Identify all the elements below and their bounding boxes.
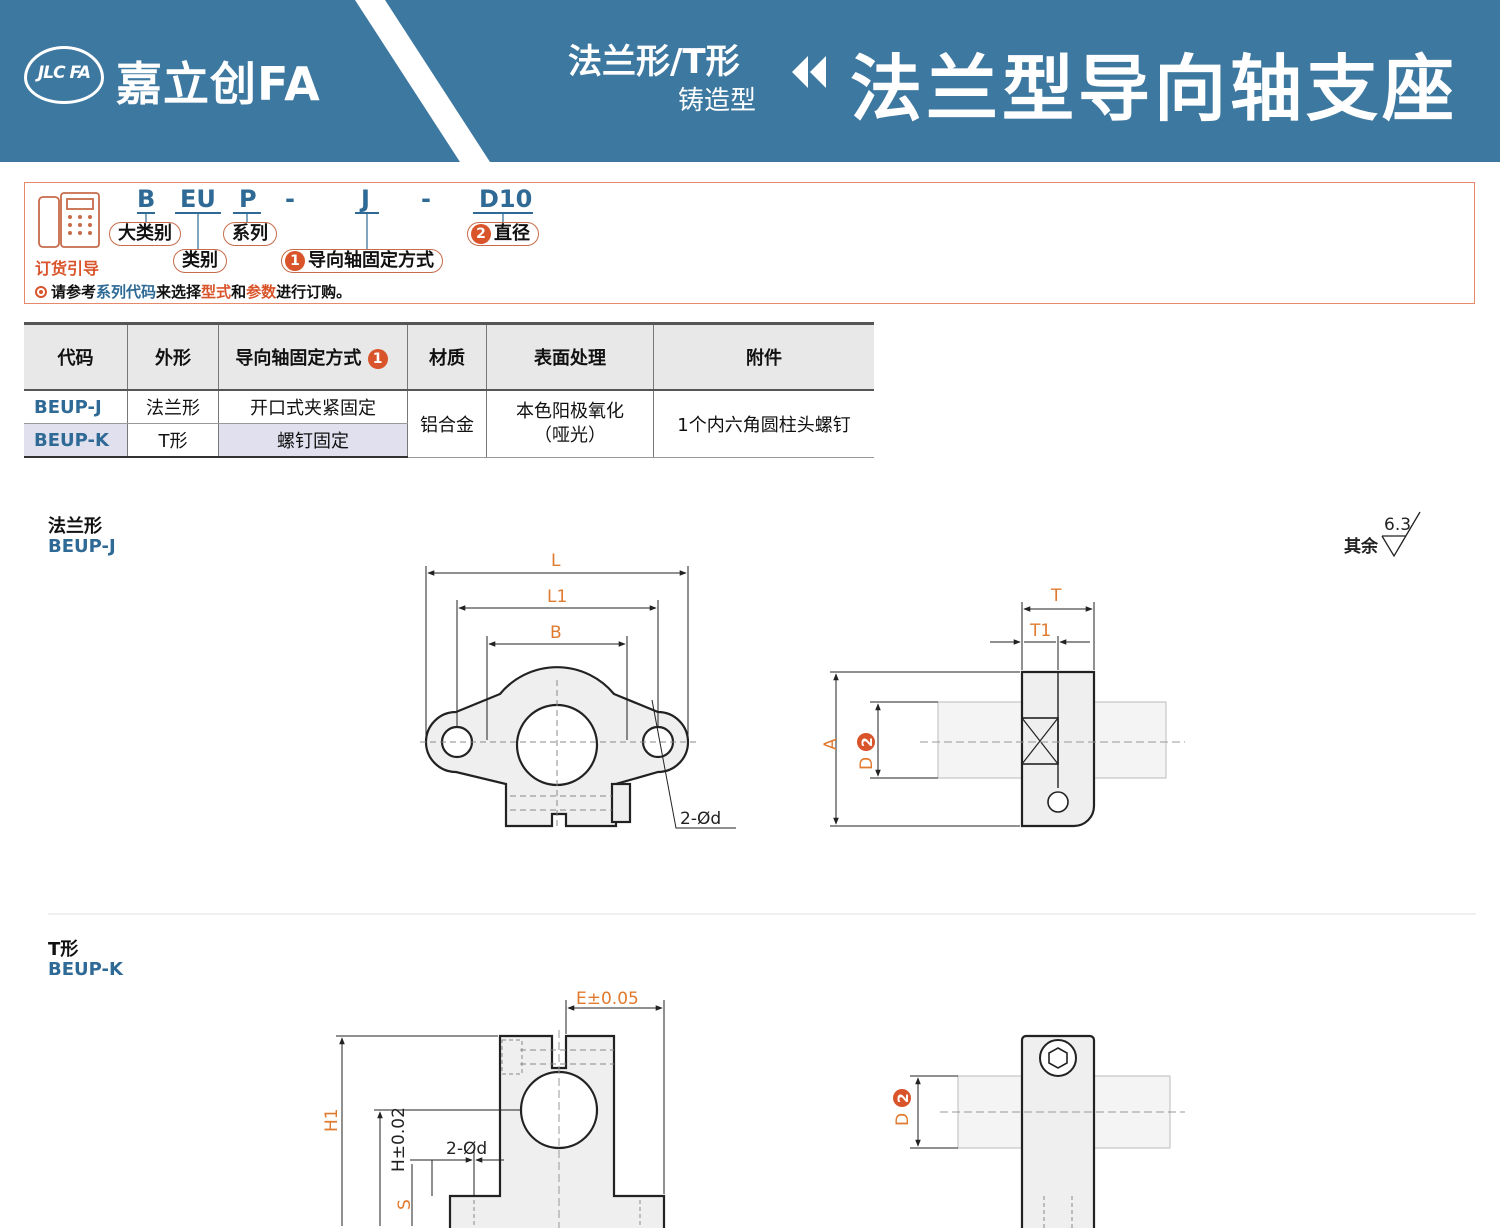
svg-text:D: D: [857, 757, 877, 770]
code-part-diameter: D10: [479, 185, 533, 213]
cell-surface: 本色阳极氧化（哑光）: [486, 390, 654, 458]
section-t-name: T形: [48, 939, 79, 960]
num-badge-1: 1: [285, 251, 305, 271]
svg-text:E±0.05: E±0.05: [576, 989, 639, 1009]
section-t-code: BEUP-K: [48, 959, 123, 980]
t-front-view: [448, 1030, 666, 1228]
header-banner: JLC FA 嘉立创FA 法兰形/T形 铸造型 法兰型导向轴支座: [0, 0, 1500, 162]
svg-text:H1: H1: [322, 1108, 342, 1132]
cell-fixing: 开口式夹紧固定: [218, 390, 408, 424]
code-part-category: EU: [180, 185, 216, 213]
pill-category: 类别: [173, 249, 227, 273]
svg-text:D: D: [893, 1113, 913, 1126]
th-surface: 表面处理: [486, 322, 654, 391]
cell-shape: 法兰形: [127, 390, 219, 424]
flange-side-view: [920, 670, 1185, 828]
double-left-arrow-icon: [792, 56, 826, 88]
svg-text:H±0.02: H±0.02: [389, 1107, 409, 1172]
surface-roughness-symbol: 6.3 其余: [1344, 511, 1421, 558]
svg-text:6.3: 6.3: [1384, 515, 1411, 535]
bullet-icon: [35, 286, 47, 298]
header-subtitle-type: 铸造型: [678, 86, 757, 116]
cell-accessory: 1个内六角圆柱头螺钉: [653, 390, 874, 458]
code-separator: -: [421, 185, 431, 213]
cell-shape: T形: [127, 423, 219, 458]
svg-text:B: B: [550, 623, 562, 643]
code-separator: -: [285, 185, 295, 213]
page-title: 法兰型导向轴支座: [850, 47, 1459, 131]
svg-text:2: 2: [896, 1093, 912, 1103]
svg-text:其余: 其余: [1344, 536, 1379, 557]
section-flange-code: BEUP-J: [48, 536, 116, 557]
th-accessory: 附件: [653, 322, 874, 391]
order-guide-label: 订货引导: [35, 259, 100, 278]
svg-text:2-Ød: 2-Ød: [680, 809, 721, 829]
table-row: BEUP-K T形 螺钉固定: [24, 423, 874, 458]
th-shape: 外形: [127, 322, 219, 391]
cell-code: BEUP-J: [24, 390, 128, 424]
th-material: 材质: [407, 322, 487, 391]
svg-text:L: L: [551, 551, 561, 571]
phone-fax-icon: [38, 192, 100, 248]
code-part-fixing: J: [361, 185, 370, 213]
svg-text:T1: T1: [1029, 621, 1051, 641]
pill-series: 系列: [223, 222, 277, 246]
svg-text:L1: L1: [547, 587, 567, 607]
section-flange-name: 法兰形: [48, 516, 102, 537]
spec-table: 代码 外形 导向轴固定方式 1 材质 表面处理 附件 BEUP-J 法兰形 开口…: [24, 322, 874, 458]
header-subtitle-shape: 法兰形/T形: [568, 42, 740, 82]
th-code: 代码: [24, 322, 128, 391]
cell-code: BEUP-K: [24, 423, 128, 458]
code-part-major: B: [137, 185, 156, 213]
link-series-code[interactable]: 系列代码: [96, 283, 157, 301]
svg-text:T: T: [1050, 586, 1062, 606]
cell-material: 铝合金: [407, 390, 487, 458]
logo-text: 嘉立创FA: [116, 57, 321, 111]
num-badge-1: 1: [367, 349, 388, 369]
svg-text:2: 2: [860, 737, 876, 747]
svg-text:2-Ød: 2-Ød: [446, 1139, 487, 1159]
logo-mark: JLC FA: [24, 46, 104, 104]
banner-background: [0, 0, 1500, 162]
svg-text:S: S: [395, 1199, 415, 1210]
order-note: 请参考系列代码来选择型式和参数进行订购。: [35, 281, 351, 302]
th-fixing: 导向轴固定方式 1: [218, 322, 408, 391]
link-params[interactable]: 参数: [246, 283, 277, 301]
svg-text:A: A: [821, 738, 841, 750]
t-side-view: [940, 1034, 1185, 1228]
pill-major-category: 大类别: [109, 222, 181, 246]
code-part-series: P: [239, 185, 257, 213]
link-type[interactable]: 型式: [201, 283, 232, 301]
cell-fixing: 螺钉固定: [218, 423, 408, 458]
num-badge-2: 2: [471, 224, 491, 244]
order-guide-lines: [38, 192, 533, 251]
table-row: BEUP-J 法兰形 开口式夹紧固定 铝合金 本色阳极氧化（哑光） 1个内六角圆…: [24, 390, 874, 458]
